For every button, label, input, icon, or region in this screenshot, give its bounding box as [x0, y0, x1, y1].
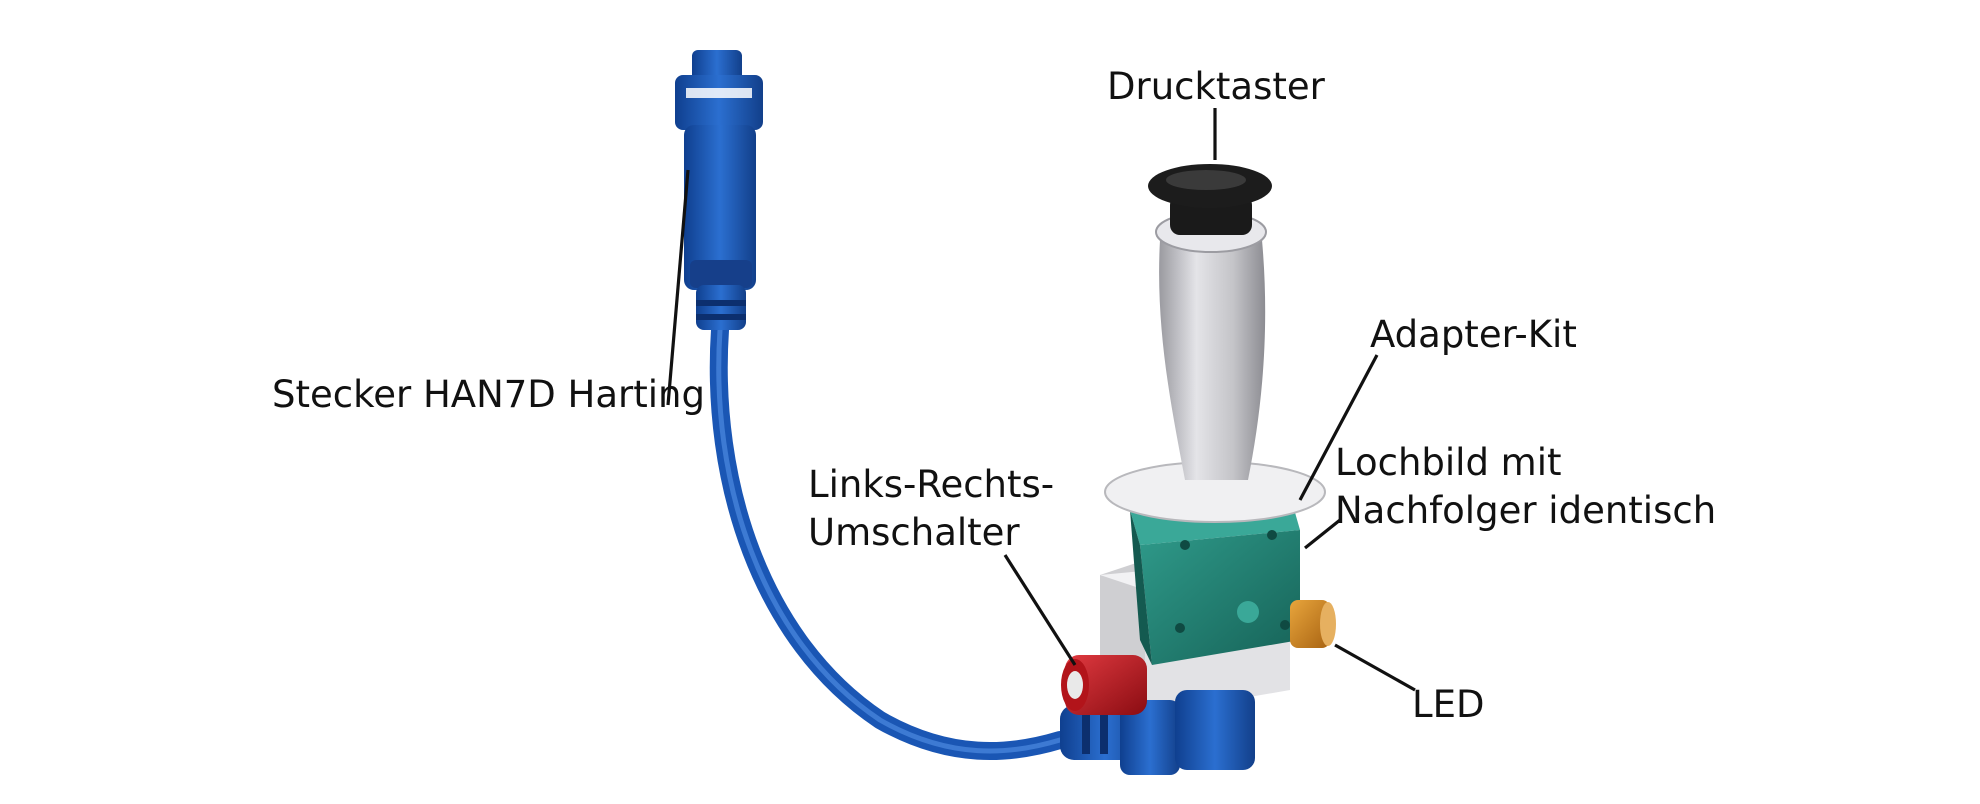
cable-gland	[1060, 690, 1255, 775]
leader-led	[1334, 643, 1416, 692]
harting-connector	[675, 50, 763, 330]
led-indicator	[1290, 600, 1336, 648]
label-stecker: Stecker HAN7D Harting	[272, 373, 705, 416]
leader-umschalter	[1003, 554, 1077, 666]
leader-lochbild	[1304, 518, 1341, 550]
label-lochbild-line1: Lochbild mit	[1335, 441, 1562, 484]
grip-handle	[1155, 211, 1267, 480]
leader-adapter-kit	[1298, 354, 1379, 501]
label-adapter-kit: Adapter-Kit	[1370, 313, 1577, 356]
label-umschalter-line2: Umschalter	[808, 511, 1020, 554]
label-led: LED	[1412, 683, 1485, 726]
label-umschalter-line1: Links-Rechts-	[808, 463, 1055, 506]
label-drucktaster: Drucktaster	[1107, 65, 1325, 108]
label-lochbild-line2: Nachfolger identisch	[1335, 489, 1717, 532]
push-button	[1148, 164, 1272, 235]
leader-stecker	[666, 169, 690, 406]
left-right-switch	[1061, 655, 1147, 715]
